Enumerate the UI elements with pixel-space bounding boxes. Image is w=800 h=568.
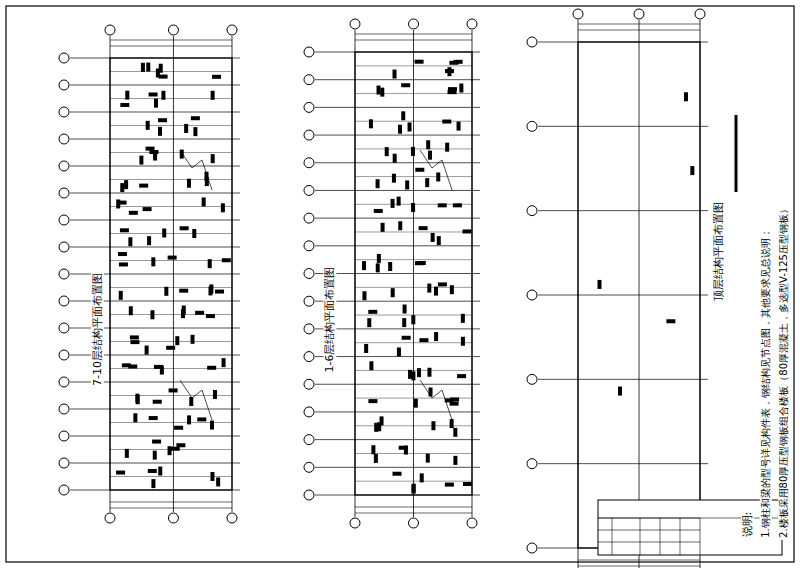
floor-plan [59, 25, 240, 523]
plan-title: 7-10层结构平面布置图 [90, 272, 103, 389]
floor-plan [304, 19, 480, 528]
stair-sketch [180, 380, 212, 420]
note-text: 1.钢柱和梁的型号详见构件表，钢结构见节点图，其他要求见总说明； [760, 226, 772, 540]
plan-title: 顶层结构平面布置图 [711, 201, 724, 304]
note-text: 2.楼板采用80厚压型钢板组合楼板（80厚混凝土，多选型V-125压型钢板） [778, 202, 790, 540]
stair-sketch [420, 380, 452, 420]
title-block [598, 500, 782, 555]
stair-sketch [420, 150, 452, 190]
plan-title: 1-6层结构平面布置图 [323, 265, 336, 375]
note-heading: 说明: [741, 510, 754, 540]
stair-sketch [180, 150, 212, 190]
sheet-border [6, 6, 794, 562]
title-bar [735, 115, 738, 192]
floor-plan [527, 9, 708, 568]
